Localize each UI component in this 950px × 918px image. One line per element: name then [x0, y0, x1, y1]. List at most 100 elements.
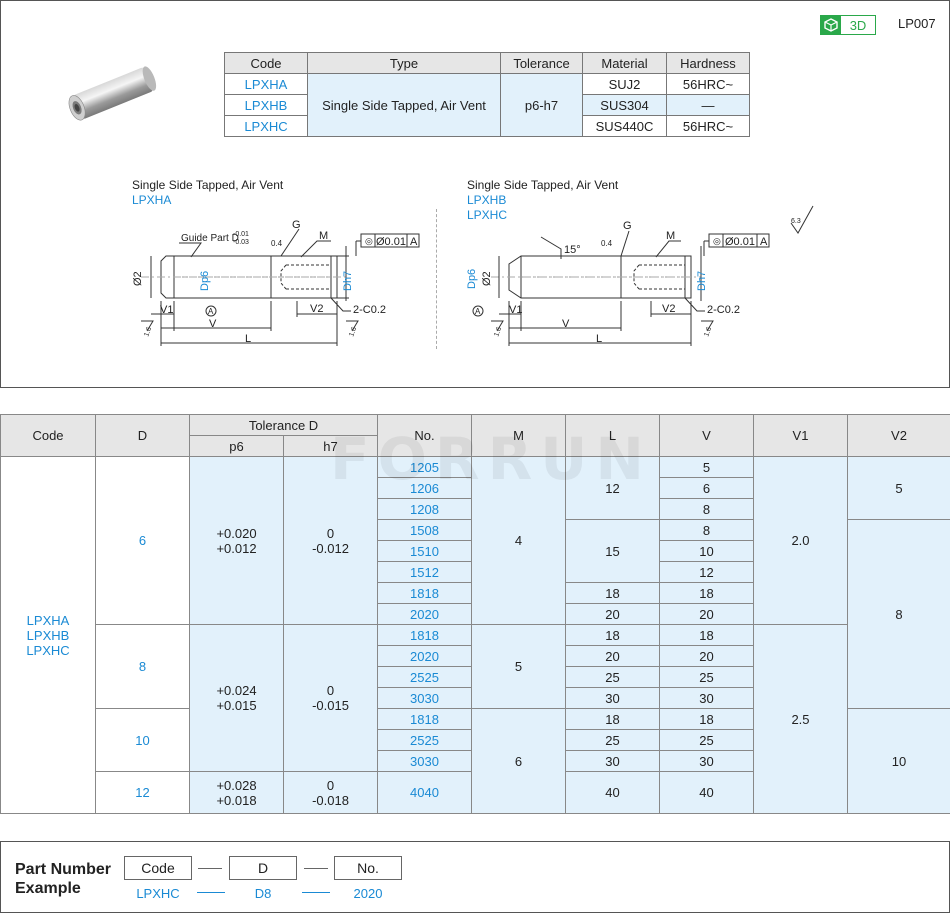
left-g-label: G — [292, 219, 301, 231]
col-header-tolerance: Tolerance D — [189, 414, 378, 436]
col-header-v2: V2 — [847, 414, 950, 457]
table-row: 1508 15 8 8 — [1, 519, 950, 709]
example-value-connector — [302, 892, 330, 893]
number-link[interactable]: 1818 — [377, 582, 472, 604]
diagram-right-code[interactable]: LPXHC — [467, 208, 508, 222]
m-value: 4 — [471, 456, 566, 625]
col-header-h7: h7 — [283, 435, 378, 457]
d-value[interactable]: 12 — [95, 771, 190, 814]
v-value: 8 — [659, 519, 754, 541]
number-link[interactable]: 1510 — [377, 540, 472, 562]
left-datum-label: A — [208, 307, 214, 316]
number-link[interactable]: 1208 — [377, 498, 472, 520]
diagram-left-title: Single Side Tapped, Air Vent — [132, 178, 284, 192]
left-v1-label: V1 — [160, 304, 173, 316]
right-geo-ref: A — [760, 236, 768, 248]
right-phi2-label: Ø2 — [481, 271, 493, 286]
col-header-no: No. — [377, 414, 472, 457]
spec-code-link[interactable]: LPXHA — [224, 73, 308, 95]
spec-tolerance: p6-h7 — [500, 73, 583, 137]
left-guide-tol-top: -0.01 — [233, 231, 249, 238]
table-row: 12 +0.028+0.018 0-0.018 4040 40 40 — [1, 771, 950, 814]
v-value: 30 — [659, 687, 754, 709]
number-link[interactable]: 2020 — [377, 603, 472, 625]
right-rough-top: 6.3 — [791, 218, 801, 225]
example-box-d: D — [229, 856, 297, 880]
v2-value: 10 — [847, 708, 950, 814]
d-value[interactable]: 8 — [95, 624, 190, 709]
number-link[interactable]: 3030 — [377, 687, 472, 709]
number-link[interactable]: 3030 — [377, 750, 472, 772]
right-dp6-label: Dp6 — [466, 269, 478, 289]
right-geo-tol: Ø0.01 — [725, 236, 755, 248]
diagram-right-title: Single Side Tapped, Air Vent — [467, 178, 619, 192]
d-value[interactable]: 6 — [95, 456, 190, 625]
v-value: 5 — [659, 456, 754, 478]
number-link[interactable]: 4040 — [377, 771, 472, 814]
v-value: 10 — [659, 540, 754, 562]
code-link[interactable]: LPXHA — [26, 612, 70, 628]
diagram-right-code[interactable]: LPXHB — [467, 193, 507, 207]
number-link[interactable]: 1508 — [377, 519, 472, 541]
left-dh7-label: Dh7 — [342, 271, 354, 291]
l-value: 18 — [565, 708, 660, 730]
left-v2-label: V2 — [310, 303, 323, 315]
v-value: 25 — [659, 666, 754, 688]
right-g-label: G — [623, 220, 632, 232]
col-header-v: V — [659, 414, 754, 457]
l-value: 12 — [565, 456, 660, 520]
left-dp6-label: Dp6 — [199, 271, 211, 291]
right-datum-label: A — [475, 307, 481, 316]
drawing-right — [472, 205, 814, 346]
l-value: 18 — [565, 624, 660, 646]
number-link[interactable]: 1205 — [377, 456, 472, 478]
v-value: 18 — [659, 624, 754, 646]
right-v-label: V — [562, 318, 570, 330]
spec-code-link[interactable]: LPXHC — [224, 115, 308, 137]
v-value: 40 — [659, 771, 754, 814]
left-phi2-label: Ø2 — [132, 271, 144, 286]
col-header-m: M — [471, 414, 566, 457]
v-value: 20 — [659, 603, 754, 625]
v-value: 8 — [659, 498, 754, 520]
table-row: 2525 25 25 — [1, 729, 950, 751]
drawing-left — [141, 228, 420, 346]
left-geo-tol: Ø0.01 — [376, 236, 406, 248]
p6-value: +0.024+0.015 — [189, 624, 284, 772]
left-guide-tol-bot: -0.03 — [233, 239, 249, 246]
example-value-no: 2020 — [353, 886, 383, 901]
number-link[interactable]: 2020 — [377, 645, 472, 667]
v2-value: 5 — [847, 456, 950, 520]
3d-model-button[interactable]: 3D — [820, 15, 876, 35]
number-link[interactable]: 1818 — [377, 624, 472, 646]
l-value: 25 — [565, 729, 660, 751]
spec-header-tolerance: Tolerance — [500, 52, 583, 74]
l-value: 15 — [565, 519, 660, 583]
number-link[interactable]: 2525 — [377, 666, 472, 688]
l-value: 30 — [565, 750, 660, 772]
m-value: 5 — [471, 624, 566, 709]
table-row: 8 +0.024+0.015 0-0.015 1818 5 18 18 2.5 — [1, 624, 950, 814]
concentricity-icon: ◎ — [713, 236, 721, 246]
spec-table: Code Type Tolerance Material Hardness LP… — [224, 52, 750, 137]
right-angle-label: 15° — [564, 244, 581, 256]
v-value: 6 — [659, 477, 754, 499]
code-link[interactable]: LPXHC — [26, 642, 70, 658]
example-box-code: Code — [124, 856, 192, 880]
l-value: 30 — [565, 687, 660, 709]
number-link[interactable]: 1818 — [377, 708, 472, 730]
v-value: 30 — [659, 750, 754, 772]
3d-label: 3D — [849, 17, 867, 33]
code-link[interactable]: LPXHB — [26, 627, 70, 643]
table-row: 2525 25 25 — [1, 666, 950, 688]
diagram-left-code[interactable]: LPXHA — [132, 193, 172, 207]
number-link[interactable]: 2525 — [377, 729, 472, 751]
number-link[interactable]: 1512 — [377, 561, 472, 583]
right-rough-right: 1.6 — [703, 326, 713, 338]
spec-hardness: 56HRC~ — [666, 73, 750, 95]
d-value[interactable]: 10 — [95, 708, 190, 772]
codes-cell[interactable]: LPXHA LPXHB LPXHC — [0, 456, 96, 814]
left-m-label: M — [319, 230, 328, 242]
number-link[interactable]: 1206 — [377, 477, 472, 499]
spec-hardness: 56HRC~ — [666, 115, 750, 137]
